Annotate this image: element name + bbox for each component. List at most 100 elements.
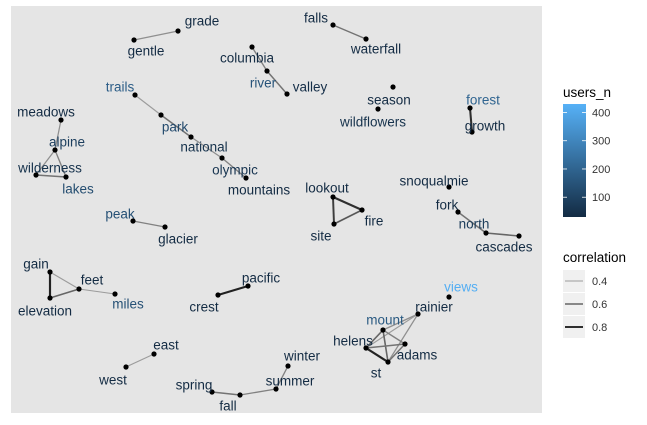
node-season	[390, 84, 396, 90]
node-label-wildflowers: wildflowers	[339, 115, 406, 130]
legend-correlation-title: correlation	[563, 250, 626, 265]
node-label-columbia: columbia	[220, 51, 275, 66]
edge-falls-waterfall	[332, 24, 367, 40]
edge-gentle-grade	[133, 30, 179, 41]
node-fire	[359, 207, 365, 213]
node-label-river: river	[250, 76, 277, 91]
edge-lookout-site	[332, 196, 335, 225]
corr-key-label-0.8: 0.8	[592, 322, 607, 334]
node-label-fall: fall	[219, 399, 236, 414]
node-fork	[455, 209, 461, 215]
edge-spring-fall	[211, 391, 241, 396]
node-forest	[467, 105, 473, 111]
node-crest	[215, 292, 221, 298]
edge-wilderness-lakes	[35, 174, 67, 178]
node-label-park: park	[162, 120, 189, 135]
node-label-mountains: mountains	[228, 183, 291, 198]
node-elevation	[47, 295, 53, 301]
edge-olympic-mountains	[221, 157, 247, 179]
legend-users-n-colorbar	[563, 104, 586, 217]
node-label-spring: spring	[176, 378, 213, 393]
node-label-gain: gain	[23, 257, 49, 272]
node-label-summer: summer	[266, 374, 315, 389]
node-west	[123, 364, 129, 370]
node-st	[385, 359, 391, 365]
node-mount	[380, 327, 386, 333]
node-label-trails: trails	[106, 80, 135, 95]
node-label-valley: valley	[293, 80, 328, 95]
node-park	[158, 112, 164, 118]
colorbar-tick-label-400: 400	[592, 107, 610, 119]
colorbar-tick-label-300: 300	[592, 136, 610, 148]
node-summer	[273, 386, 279, 392]
node-lookout	[330, 194, 336, 200]
node-pacific	[245, 283, 251, 289]
node-north	[483, 230, 489, 236]
node-label-cascades: cascades	[475, 240, 532, 255]
node-label-site: site	[310, 229, 331, 244]
node-label-helens: helens	[333, 334, 373, 349]
edge-gain-feet	[49, 271, 80, 290]
node-label-alpine: alpine	[49, 135, 85, 150]
node-national	[188, 134, 194, 140]
node-views	[446, 294, 452, 300]
node-valley	[284, 91, 290, 97]
edge-feet-miles	[78, 288, 116, 295]
node-label-meadows: meadows	[17, 105, 75, 120]
node-label-growth: growth	[465, 119, 506, 134]
node-label-lakes: lakes	[62, 182, 94, 197]
node-label-north: north	[459, 217, 490, 232]
node-label-lookout: lookout	[305, 181, 349, 196]
node-gentle	[131, 37, 137, 43]
node-label-mount: mount	[366, 313, 404, 328]
node-waterfall	[363, 36, 369, 42]
edge-columbia-river	[251, 46, 268, 72]
node-label-forest: forest	[466, 93, 500, 108]
edge-crest-pacific	[217, 284, 249, 297]
edge-meadows-alpine	[54, 119, 62, 151]
node-gain	[47, 269, 53, 275]
node-label-gentle: gentle	[128, 44, 165, 59]
node-label-wilderness: wilderness	[17, 161, 82, 176]
node-label-crest: crest	[189, 300, 219, 315]
edge-fire-site	[333, 209, 363, 225]
edges-layer	[35, 24, 520, 396]
node-label-national: national	[180, 140, 227, 155]
legend-correlation: correlation 0.4 0.6 0.8	[563, 250, 626, 338]
edge-forest-growth	[468, 107, 474, 133]
node-winter	[285, 363, 291, 369]
node-site	[331, 221, 337, 227]
edge-summer-winter	[275, 365, 289, 390]
node-label-season: season	[367, 93, 411, 108]
node-grade	[175, 28, 181, 34]
node-label-fork: fork	[436, 198, 459, 213]
node-label-views: views	[444, 280, 478, 295]
edge-mount-helens	[365, 329, 384, 349]
edge-peak-glacier	[132, 220, 166, 228]
node-label-snoqualmie: snoqualmie	[399, 174, 468, 189]
node-miles	[112, 291, 118, 297]
edge-alpine-lakes	[54, 149, 67, 178]
edge-feet-elevation	[49, 288, 80, 299]
node-lakes	[63, 174, 69, 180]
corr-key-label-0.4: 0.4	[592, 276, 607, 288]
node-cascades	[516, 233, 522, 239]
colorbar-tick-label-200: 200	[592, 164, 610, 176]
node-rainier	[415, 311, 421, 317]
node-label-glacier: glacier	[158, 232, 198, 247]
edge-trails-park	[134, 94, 162, 116]
node-feet	[76, 286, 82, 292]
edge-east-west	[125, 353, 155, 368]
edge-alpine-wilderness	[35, 149, 56, 176]
node-label-grade: grade	[185, 14, 220, 29]
corr-key-label-0.6: 0.6	[592, 299, 607, 311]
node-label-waterfall: waterfall	[350, 42, 401, 57]
node-glacier	[162, 224, 168, 230]
edge-fork-north	[457, 211, 487, 234]
colorbar-tick-label-100: 100	[592, 192, 610, 204]
edge-rainier-helens	[365, 313, 419, 349]
edge-helens-st	[365, 347, 389, 363]
